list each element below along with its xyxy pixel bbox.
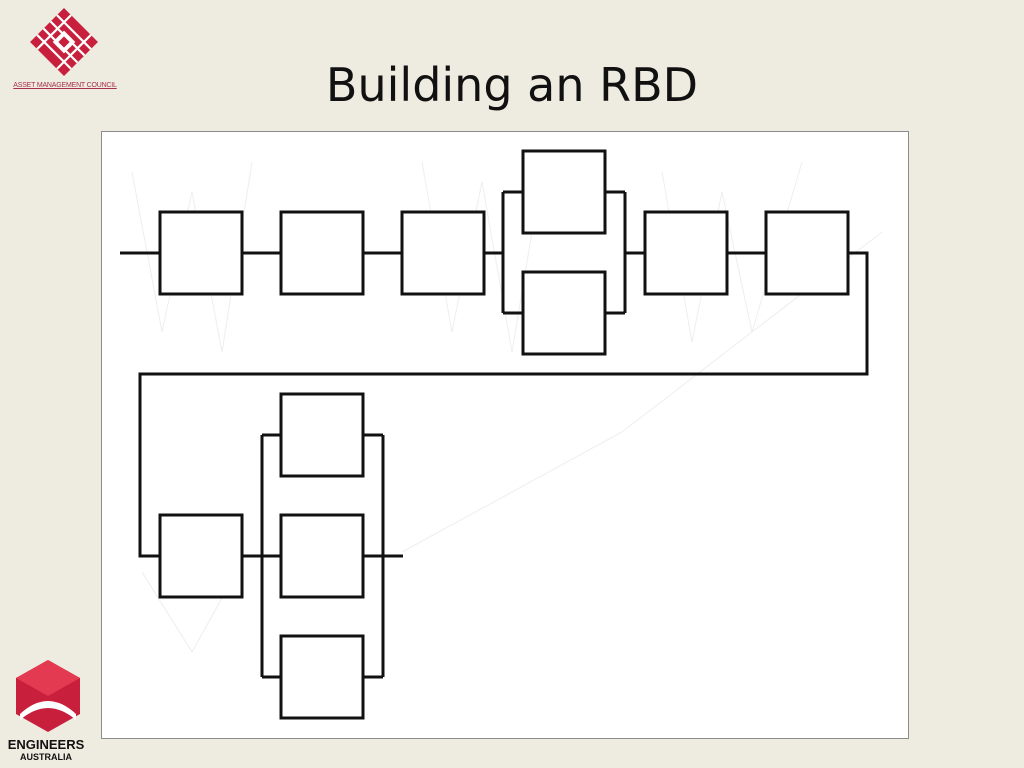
rbd-block — [764, 210, 850, 296]
rbd-diagram — [120, 149, 883, 720]
connector-lines — [120, 190, 869, 679]
asset-management-council-logo — [30, 8, 98, 76]
rbd-block — [643, 210, 729, 296]
rbd-block — [158, 210, 244, 296]
rbd-diagram-panel — [101, 131, 909, 739]
rbd-block — [279, 392, 365, 478]
rbd-block — [521, 270, 607, 356]
rbd-block — [279, 513, 365, 599]
rbd-blocks — [158, 149, 850, 720]
slide-title: Building an RBD — [325, 58, 699, 112]
rbd-block — [279, 210, 365, 296]
rbd-block — [400, 210, 486, 296]
engineers-australia-wordmark: ENGINEERS AUSTRALIA — [0, 738, 92, 762]
wordmark-line1: ENGINEERS — [7, 737, 85, 752]
rbd-block — [279, 634, 365, 720]
rbd-block — [521, 149, 607, 235]
wordmark-line2: AUSTRALIA — [20, 752, 72, 762]
rbd-block — [158, 513, 244, 599]
engineers-australia-logo — [16, 660, 80, 732]
logo-caption: ASSET MANAGEMENT COUNCIL — [13, 82, 117, 89]
